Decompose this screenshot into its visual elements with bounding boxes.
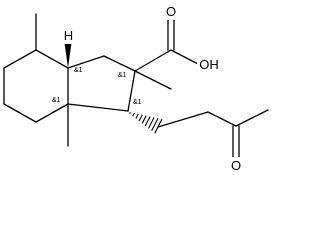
wedge-bond-c3a-h [64,43,72,68]
stereo-label-c1: &1 [133,99,142,106]
stereo-label-c3a: &1 [74,67,83,74]
bond-carboxyl-hydroxyl [170,49,199,65]
oxygen-acid-label-bg [164,3,178,20]
bond-c3-c2 [103,55,136,72]
bond-c1-c7a [67,103,129,112]
chemical-structure-diagram: O OH O H &1 &1 &1 &1 [3,3,269,174]
bond-c7-c7a [35,103,69,123]
bond-c6-c7 [3,103,37,123]
hydrogen-label-bg [62,27,75,44]
bond-sidechain-ch2-ch2 [157,111,209,128]
bond-c4-c5 [3,49,37,69]
hashed-bond-c1-sidechain [129,111,163,134]
bond-sidechain-ch2-carbonyl [207,111,237,127]
hydroxyl-label: OH [199,57,219,72]
ring-fusion-hydrogen-label: H [64,28,73,43]
stereo-label-c2: &1 [118,72,127,79]
bond-c2-carboxyl [134,49,172,72]
oxygen-acid-label: O [166,4,176,19]
stereo-label-c7a: &1 [52,97,61,104]
oxygen-ketone-label-bg [229,157,243,174]
bond-carbonyl-methyl [235,109,269,127]
bond-c3a-c3 [67,55,105,69]
bond-c2-c1 [127,70,136,112]
bond-c2-methyl [134,70,172,90]
hydroxyl-label-bg [197,56,221,73]
bond-c3a-c4 [35,49,69,69]
oxygen-ketone-label: O [231,158,241,173]
